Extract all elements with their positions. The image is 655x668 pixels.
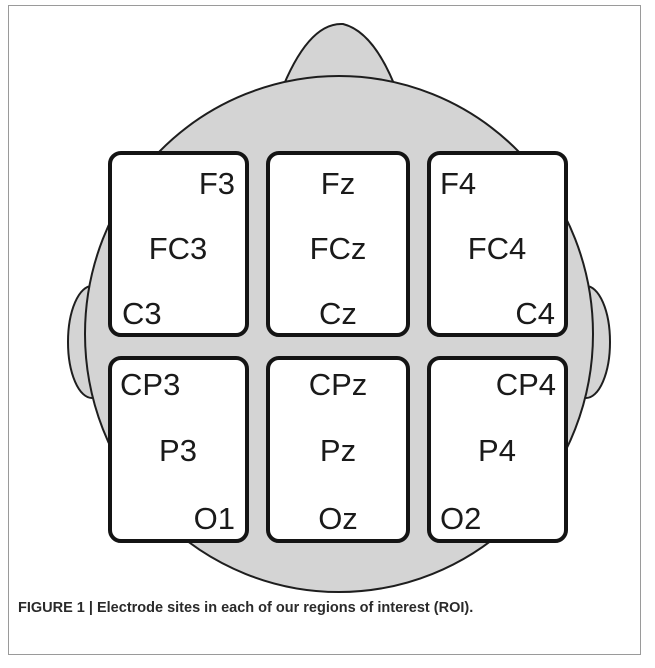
electrode-label: Cz xyxy=(319,296,357,331)
roi-front-right: F4 FC4 C4 xyxy=(427,151,568,337)
roi-front-left: F3 FC3 C3 xyxy=(108,151,249,337)
electrode-label: F4 xyxy=(440,166,476,201)
roi-front-mid: Fz FCz Cz xyxy=(266,151,410,337)
electrode-label: P4 xyxy=(478,433,516,468)
electrode-label: C3 xyxy=(122,296,162,331)
roi-back-mid: CPz Pz Oz xyxy=(266,356,410,543)
electrode-label: FC3 xyxy=(149,231,208,266)
electrode-label: CPz xyxy=(309,367,368,402)
roi-back-right: CP4 P4 O2 xyxy=(427,356,568,543)
electrode-label: Pz xyxy=(320,433,356,468)
electrode-label: FCz xyxy=(310,231,367,266)
electrode-label: Oz xyxy=(318,501,358,536)
electrode-label: P3 xyxy=(159,433,197,468)
electrode-label: Fz xyxy=(321,166,355,201)
electrode-label: CP4 xyxy=(496,367,556,402)
nose xyxy=(278,22,400,95)
electrode-label: O1 xyxy=(194,501,235,536)
roi-back-left: CP3 P3 O1 xyxy=(108,356,249,543)
electrode-label: F3 xyxy=(199,166,235,201)
electrode-label: O2 xyxy=(440,501,481,536)
electrode-label: CP3 xyxy=(120,367,180,402)
figure-caption: FIGURE 1 | Electrode sites in each of ou… xyxy=(18,600,474,616)
electrode-label: C4 xyxy=(515,296,555,331)
electrode-label: FC4 xyxy=(468,231,527,266)
